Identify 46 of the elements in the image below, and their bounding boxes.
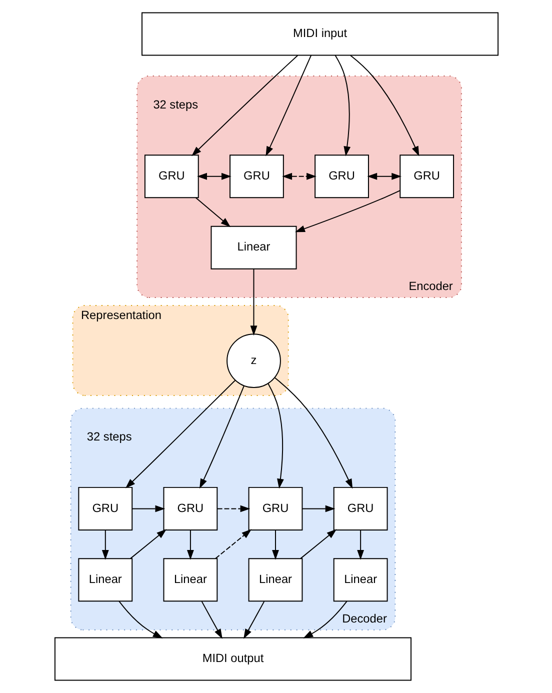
node-box: GRU (399, 154, 454, 198)
node-box: MIDI output (54, 637, 411, 681)
arrow (301, 505, 335, 512)
arrow (274, 377, 352, 489)
arrow (302, 600, 347, 638)
arrow (199, 385, 244, 489)
node-box: GRU (78, 486, 132, 530)
arrow (243, 601, 264, 639)
node-circle: z (226, 334, 280, 388)
arrow (294, 190, 400, 232)
arrow (130, 529, 166, 559)
label: 32 steps (86, 430, 132, 444)
arrow (272, 530, 278, 560)
arrow (265, 54, 312, 156)
node-box: Linear (248, 558, 302, 602)
arrow (101, 530, 108, 560)
arrow (267, 383, 284, 489)
arrow (124, 380, 236, 488)
arrow (200, 601, 222, 639)
arrow (214, 529, 252, 559)
arrow (131, 505, 165, 512)
node-box: MIDI input (141, 12, 498, 56)
arrow (349, 54, 419, 156)
arrow (366, 172, 402, 180)
node-box: GRU (314, 154, 368, 198)
arrow (194, 197, 230, 228)
node-box: Linear (162, 558, 218, 602)
arrow (356, 530, 364, 560)
node-box: GRU (144, 154, 198, 198)
arrow (282, 172, 316, 180)
arrow (191, 54, 298, 156)
node-box: Linear (78, 558, 132, 602)
node-box: Linear (210, 226, 296, 270)
label: 32 steps (152, 97, 198, 112)
arrow (186, 530, 194, 560)
node-box: GRU (162, 486, 218, 530)
arrow (216, 505, 250, 512)
node-box: GRU (248, 486, 302, 530)
node-box: Linear (332, 558, 388, 602)
arrow (250, 268, 257, 336)
arrow (196, 172, 231, 180)
node-box: GRU (332, 486, 388, 530)
arrow (300, 529, 336, 559)
node-box: GRU (229, 154, 284, 198)
arrow (118, 600, 162, 638)
arrow (334, 54, 350, 156)
